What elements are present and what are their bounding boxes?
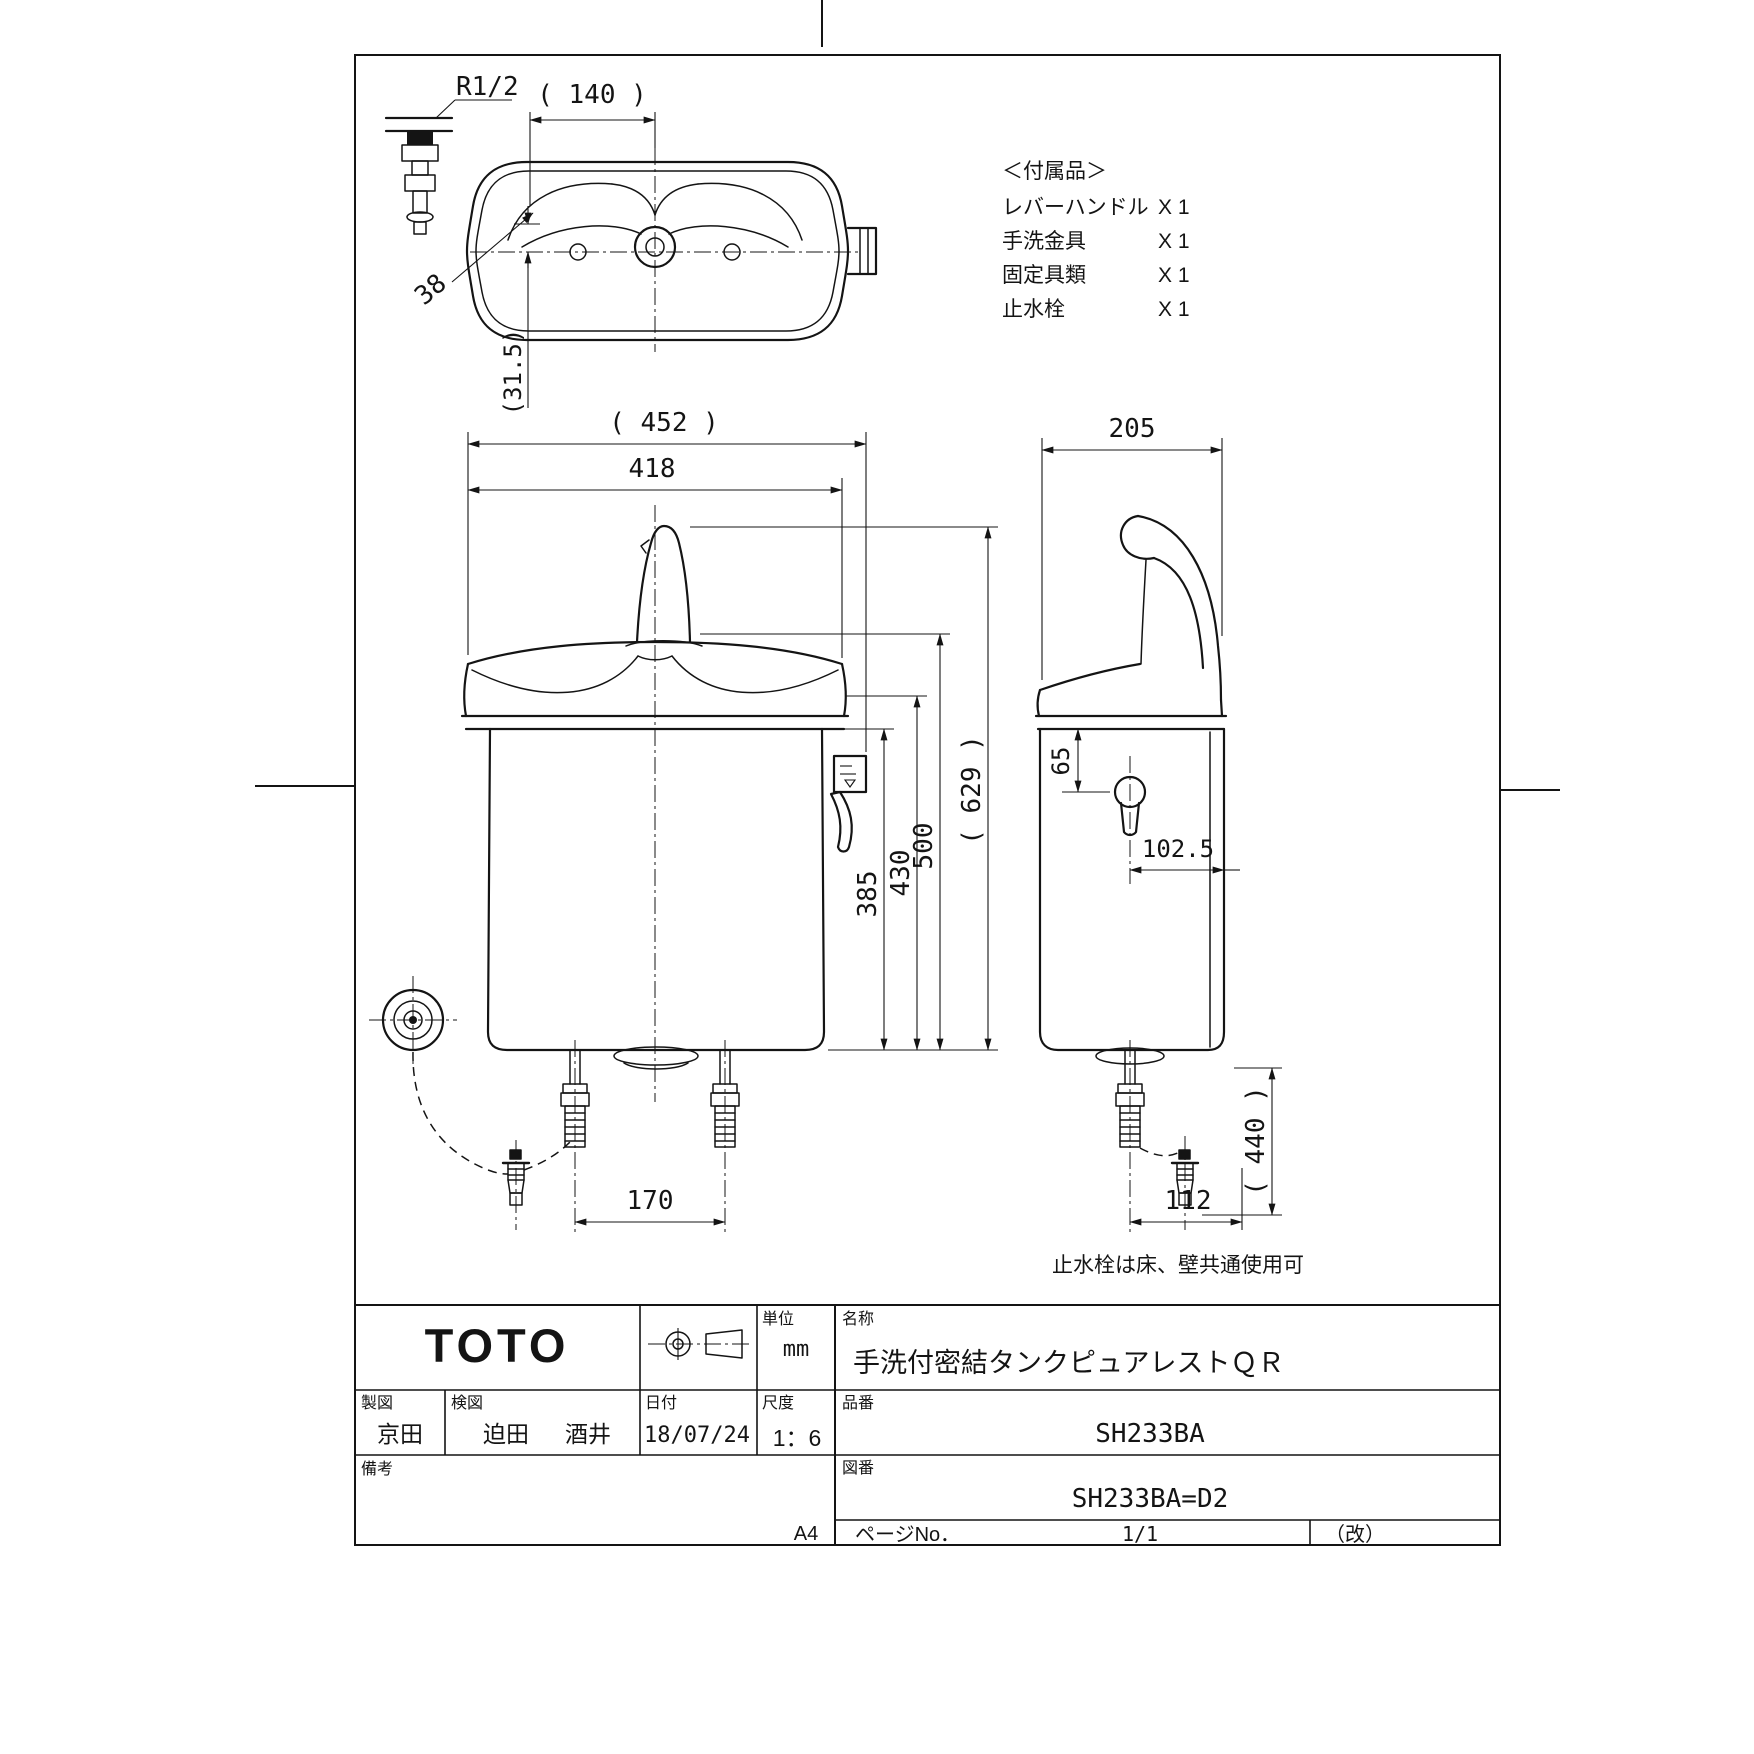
accessories-title: ＜付属品＞ bbox=[1002, 160, 1107, 183]
checker-value-2: 酒井 bbox=[565, 1421, 611, 1447]
product-name-label: 名称 bbox=[842, 1310, 874, 1328]
date-value: 18/07/24 bbox=[644, 1423, 750, 1448]
projection-symbol bbox=[648, 1328, 750, 1360]
sheet-frame bbox=[255, 0, 1560, 1546]
floor-stop-valve bbox=[369, 976, 571, 1230]
front-view-dimensions: ( 452 ) 418 ( 629 ) 500 430 385 170 bbox=[467, 408, 998, 1226]
dim-31-5-label: (31.5) bbox=[499, 329, 527, 416]
tank-body-front bbox=[486, 727, 826, 1052]
toto-logo: TOTO bbox=[425, 1319, 570, 1372]
tank-body-side bbox=[1038, 727, 1226, 1052]
scale-label: 尺度 bbox=[762, 1394, 794, 1412]
unit-label: 単位 bbox=[762, 1310, 794, 1328]
dim-430-label: 430 bbox=[886, 850, 916, 897]
part-number-value: SH233BA bbox=[1095, 1419, 1205, 1449]
dim-140-label: ( 140 ) bbox=[537, 80, 647, 110]
accessory-qty-2: X 1 bbox=[1158, 264, 1190, 287]
wall-supply-valve-view: R1/2 bbox=[384, 72, 519, 235]
accessory-qty-0: X 1 bbox=[1158, 196, 1190, 219]
flush-lever-plate bbox=[832, 754, 868, 794]
drawing-number-label: 図番 bbox=[842, 1459, 874, 1477]
dim-112-label: 112 bbox=[1165, 1186, 1212, 1216]
accessories-list: ＜付属品＞ レバーハンドル X 1 手洗金具 X 1 固定具類 X 1 止水栓 … bbox=[1002, 160, 1190, 321]
accessory-name-2: 固定具類 bbox=[1002, 264, 1086, 287]
dim-452-label: ( 452 ) bbox=[609, 408, 719, 438]
product-name-value: 手洗付密結タンクピュアレストＱＲ bbox=[853, 1348, 1284, 1378]
dim-385-label: 385 bbox=[853, 871, 883, 918]
accessory-name-0: レバーハンドル bbox=[1002, 196, 1149, 219]
checker-label: 検図 bbox=[451, 1394, 483, 1412]
thread-size-label: R1/2 bbox=[456, 72, 519, 102]
unit-value: mm bbox=[783, 1337, 810, 1362]
spout-side bbox=[1136, 514, 1223, 702]
drawing-number-value: SH233BA=D2 bbox=[1072, 1484, 1229, 1514]
top-view bbox=[465, 148, 878, 352]
date-label: 日付 bbox=[645, 1394, 677, 1412]
front-view bbox=[460, 505, 868, 1232]
part-number-label: 品番 bbox=[842, 1394, 874, 1412]
page-number-label: ページNo． bbox=[855, 1524, 960, 1546]
accessory-qty-1: X 1 bbox=[1158, 230, 1190, 253]
side-view-dimensions: 205 65 102.5 112 ( 440 ) bbox=[1041, 414, 1282, 1230]
drain-flange-front bbox=[613, 1046, 699, 1066]
dim-102-5-label: 102.5 bbox=[1142, 835, 1214, 863]
drafter-value: 京田 bbox=[377, 1421, 423, 1447]
dim-38-label: 38 bbox=[409, 268, 452, 311]
accessory-name-1: 手洗金具 bbox=[1002, 230, 1086, 253]
checker-value-1: 迫田 bbox=[483, 1421, 529, 1447]
title-block: TOTO 単位 mm 製図 京田 検図 迫田 酒井 日付 18/07/24 尺度… bbox=[355, 1304, 1500, 1546]
dim-629-label: ( 629 ) bbox=[957, 735, 987, 845]
accessory-name-3: 止水栓 bbox=[1002, 298, 1065, 321]
dim-65-label: 65 bbox=[1047, 747, 1075, 776]
remarks-label: 備考 bbox=[361, 1460, 393, 1478]
dim-440-label: ( 440 ) bbox=[1241, 1086, 1271, 1196]
dim-418-label: 418 bbox=[629, 454, 676, 484]
accessory-qty-3: X 1 bbox=[1158, 298, 1190, 321]
drafter-label: 製図 bbox=[361, 1394, 393, 1412]
stop-valve-note: 止水栓は床、壁共通使用可 bbox=[1052, 1254, 1304, 1277]
revision-label: （改） bbox=[1325, 1523, 1385, 1546]
tank-lid-plan-outline bbox=[465, 160, 850, 342]
side-view bbox=[1034, 514, 1228, 1232]
dim-170-label: 170 bbox=[627, 1186, 674, 1216]
paper-size-label: A4 bbox=[794, 1523, 818, 1545]
flush-lever-handle bbox=[829, 790, 853, 853]
scale-value: 1：6 bbox=[773, 1425, 822, 1451]
spout-front bbox=[635, 524, 692, 644]
flush-lever-plan bbox=[846, 226, 878, 276]
page-number-value: 1/1 bbox=[1122, 1522, 1158, 1546]
dim-205-label: 205 bbox=[1109, 414, 1156, 444]
tank-lid-front bbox=[466, 640, 844, 666]
